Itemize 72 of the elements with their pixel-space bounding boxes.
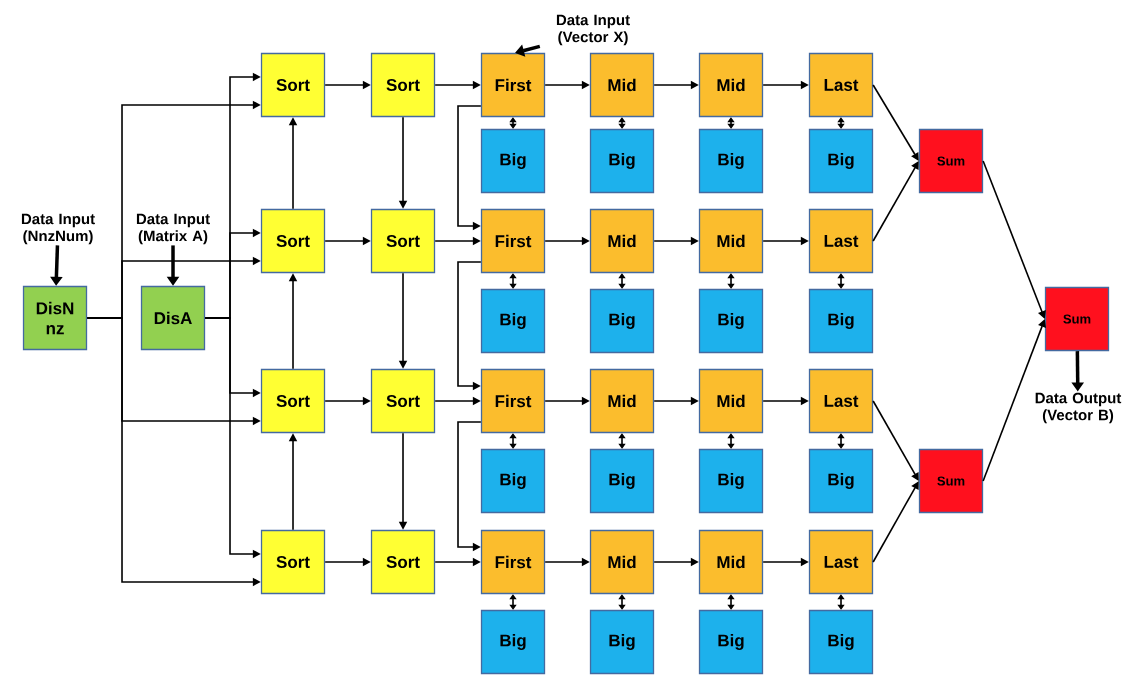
process-box: Big: [698, 609, 764, 675]
process-box: Big: [808, 128, 874, 194]
process-box: Big: [480, 288, 546, 354]
process-box: Last: [808, 368, 874, 434]
process-box: Sort: [260, 529, 326, 595]
arrow: [727, 594, 735, 610]
process-box: Mid: [589, 208, 655, 274]
process-box: Last: [808, 529, 874, 595]
process-box: Big: [698, 288, 764, 354]
arrow: [618, 273, 626, 289]
arrow: [837, 433, 845, 449]
process-box: Mid: [698, 52, 764, 118]
process-box: Sum: [918, 448, 984, 514]
process-box: Sort: [370, 52, 436, 118]
arrow: [509, 273, 517, 289]
arrow: [837, 117, 845, 129]
process-box: Sort: [370, 529, 436, 595]
input-label: Data Output (Vector B): [1035, 392, 1122, 424]
arrow: [509, 117, 517, 129]
arrow: [509, 433, 517, 449]
process-box: Big: [698, 128, 764, 194]
arrow: [872, 84, 919, 161]
input-label: Data Input (Matrix A): [136, 213, 210, 245]
process-box: First: [480, 208, 546, 274]
arrow: [837, 594, 845, 610]
arrow: [509, 594, 517, 610]
process-box: Big: [589, 448, 655, 514]
process-box: Mid: [698, 208, 764, 274]
process-box: First: [480, 368, 546, 434]
process-box: Big: [480, 128, 546, 194]
process-box: Last: [808, 208, 874, 274]
process-box: Big: [589, 288, 655, 354]
process-box: Big: [808, 288, 874, 354]
arrow: [618, 433, 626, 449]
arrow: [727, 273, 735, 289]
input-label: Data Input (NnzNum): [21, 213, 95, 245]
process-box: Sum: [1044, 286, 1110, 352]
arrow: [872, 400, 919, 481]
process-box: Mid: [698, 529, 764, 595]
arrow: [515, 44, 541, 57]
process-box: Sum: [918, 128, 984, 194]
process-box: First: [480, 52, 546, 118]
process-box: Big: [698, 448, 764, 514]
process-box: Sort: [370, 208, 436, 274]
arrow: [618, 594, 626, 610]
process-box: First: [480, 529, 546, 595]
process-box: Mid: [589, 368, 655, 434]
process-box: Big: [589, 128, 655, 194]
process-box: Sort: [260, 208, 326, 274]
process-box: DisN nz: [22, 285, 88, 351]
arrow: [872, 161, 919, 242]
arrow: [727, 433, 735, 449]
process-box: Sort: [370, 368, 436, 434]
process-box: DisA: [140, 285, 206, 351]
input-label: Data Input (Vector X): [556, 14, 630, 46]
process-box: Sort: [260, 52, 326, 118]
process-box: Big: [480, 609, 546, 675]
process-box: Big: [589, 609, 655, 675]
process-box: Mid: [698, 368, 764, 434]
process-box: Mid: [589, 52, 655, 118]
process-box: Big: [480, 448, 546, 514]
arrow: [872, 481, 919, 563]
arrow: [982, 160, 1046, 319]
arrow: [982, 319, 1046, 482]
process-box: Mid: [589, 529, 655, 595]
process-box: Sort: [260, 368, 326, 434]
arrow: [727, 117, 735, 129]
arrow: [837, 273, 845, 289]
arrow: [618, 117, 626, 129]
process-box: Big: [808, 609, 874, 675]
process-box: Big: [808, 448, 874, 514]
process-box: Last: [808, 52, 874, 118]
